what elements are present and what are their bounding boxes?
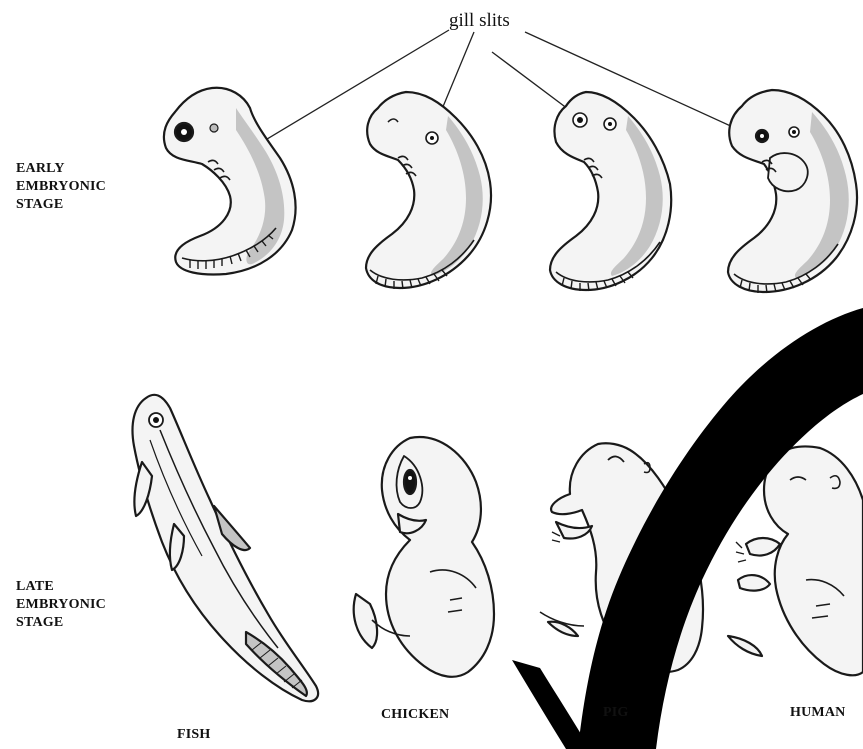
early-stage-line-2: EMBRYONIC bbox=[16, 178, 106, 196]
gill-slits-label: gill slits bbox=[449, 10, 510, 32]
late-stage-line-3: STAGE bbox=[16, 614, 106, 632]
early-stage-line-3: STAGE bbox=[16, 196, 106, 214]
chicken-label: CHICKEN bbox=[381, 706, 449, 724]
pig-early-embryo bbox=[550, 92, 671, 291]
fish-early-embryo bbox=[164, 88, 296, 275]
fish-label: FISH bbox=[177, 726, 210, 744]
chicken-early-embryo bbox=[366, 92, 491, 289]
human-early-embryo bbox=[728, 90, 857, 293]
chicken-late-embryo bbox=[354, 437, 494, 677]
fish-late-embryo bbox=[133, 395, 319, 701]
early-stage-label: EARLY EMBRYONIC STAGE bbox=[16, 160, 106, 214]
late-stage-label: LATE EMBRYONIC STAGE bbox=[16, 578, 106, 632]
pig-label: PIG bbox=[603, 704, 629, 722]
gill-slit-pointers bbox=[232, 30, 770, 160]
late-stage-line-2: EMBRYONIC bbox=[16, 596, 106, 614]
human-label: HUMAN bbox=[790, 704, 845, 722]
early-stage-line-1: EARLY bbox=[16, 160, 106, 178]
late-stage-line-1: LATE bbox=[16, 578, 106, 596]
